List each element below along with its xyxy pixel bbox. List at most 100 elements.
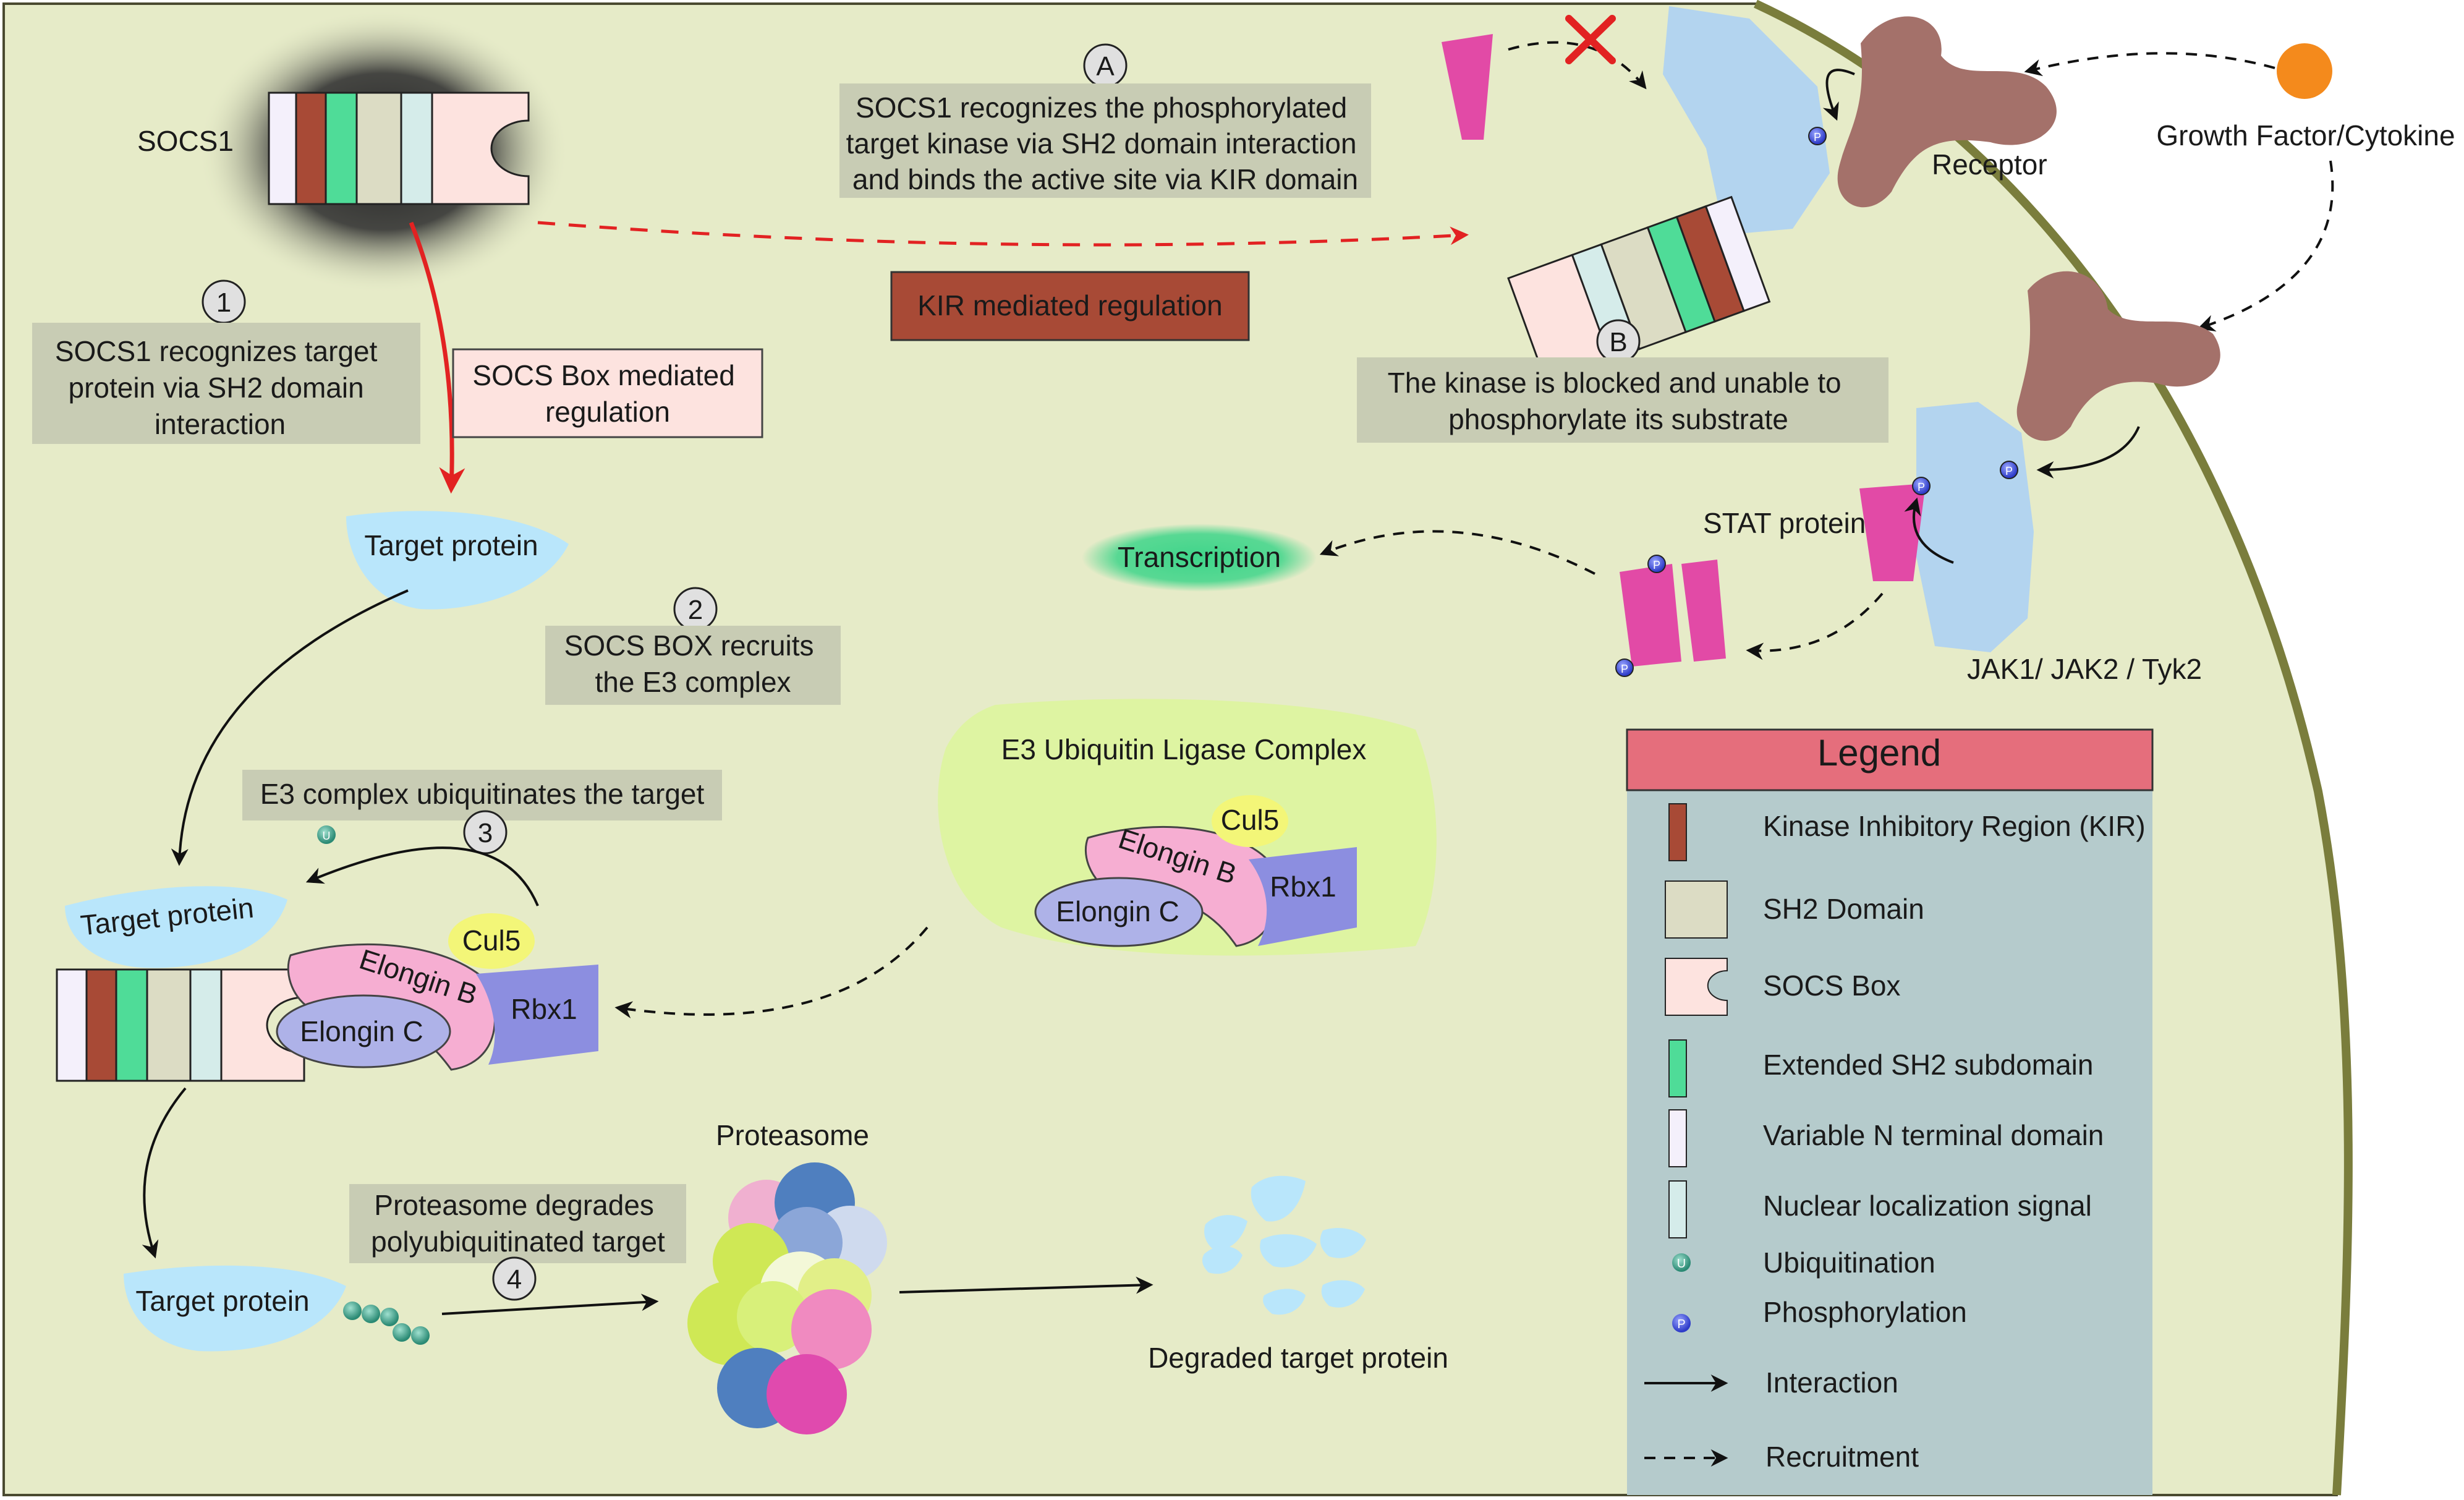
to-degraded-arrow xyxy=(899,1276,1153,1294)
stat-unbound-shape xyxy=(1442,34,1493,140)
kir-swatch xyxy=(1668,803,1687,861)
step-a-line-3: and binds the active site via KIR domain xyxy=(852,163,1358,195)
stat-protein-label: STAT protein xyxy=(1703,507,1866,539)
phospho-jak-mid xyxy=(2000,461,2018,479)
proteasome-label: Proteasome xyxy=(716,1119,869,1151)
step-1-text: SOCS1 recognizes target protein via SH2 … xyxy=(55,335,385,440)
polyubiquitin-chain xyxy=(343,1302,430,1345)
rbx1-panel-label: Rbx1 xyxy=(1270,871,1336,903)
elongin-c-panel xyxy=(1034,877,1204,947)
legend-item-nls: Nuclear localization signal xyxy=(1763,1190,2092,1222)
socs1-protein xyxy=(268,92,530,205)
socs1-complex-protein xyxy=(56,968,305,1082)
socs1-label: SOCS1 xyxy=(137,125,234,157)
socs-box-regulation-box xyxy=(452,348,763,438)
gf-to-receptor-top-arrow xyxy=(2024,52,2275,77)
e3-recruitment-arrow xyxy=(614,926,928,1019)
socs-box-regulation-text: SOCS Box mediated regulation xyxy=(472,359,742,428)
phospho-letter-top-jak: P xyxy=(1814,131,1821,143)
legend-item-socs-box: SOCS Box xyxy=(1763,969,1900,1002)
gf-to-receptor-mid-arrow xyxy=(2197,160,2334,332)
proteasome-cluster xyxy=(687,1162,887,1434)
legend-header xyxy=(1626,728,2154,791)
jak-to-stat-arrow xyxy=(1904,497,1954,564)
step-b-text: The kinase is blocked and unable to phos… xyxy=(1388,367,1850,435)
growth-factor-label: Growth Factor/Cytokine xyxy=(2156,119,2455,151)
rbx1-panel xyxy=(1249,847,1357,946)
ubiquitin-icon-letter: U xyxy=(1677,1257,1686,1271)
phospho-dimer-bottom xyxy=(1615,658,1634,677)
socs-box-swatch xyxy=(1665,958,1728,1016)
legend-title: Legend xyxy=(1817,732,1941,773)
step-4-line-1: Proteasome degrades xyxy=(374,1189,654,1221)
target-to-complex-arrow xyxy=(171,589,409,866)
ubiq-letter-free: U xyxy=(323,830,331,842)
step-2-text: SOCS BOX recruits the E3 complex xyxy=(564,629,822,698)
cul5-left xyxy=(448,913,535,969)
kir-regulation-box xyxy=(890,271,1250,341)
step-a-marker-text: A xyxy=(1096,51,1115,82)
step-1-line-1: SOCS1 recognizes target xyxy=(55,335,378,367)
step-a-box xyxy=(839,83,1371,198)
variable-n-swatch xyxy=(1668,1109,1687,1167)
legend-item-phosphorylation: Phosphorylation xyxy=(1763,1296,1967,1328)
ubiquitin-icon xyxy=(1672,1253,1691,1272)
legend-item-interaction: Interaction xyxy=(1765,1366,1898,1399)
step-4-marker xyxy=(492,1256,537,1301)
step-4-line-2: polyubiquitinated target xyxy=(371,1225,665,1258)
extended-sh2-swatch xyxy=(1668,1039,1687,1097)
to-proteasome-arrow xyxy=(441,1293,659,1315)
complex-to-target-arrow xyxy=(142,1087,187,1259)
legend-item-recruitment: Recruitment xyxy=(1765,1441,1919,1473)
kir-regulation-label: KIR mediated regulation xyxy=(917,289,1223,322)
jak-kinase-top xyxy=(1663,6,1830,235)
dimer-to-transcription-arrow xyxy=(1319,530,1595,575)
step-2-box xyxy=(545,626,841,705)
elongin-c-left-label: Elongin C xyxy=(300,1015,423,1047)
sh2-swatch xyxy=(1665,880,1728,939)
transcription-glow xyxy=(1082,524,1317,592)
step-a-text: SOCS1 recognizes the phosphorylated targ… xyxy=(846,92,1365,195)
ubiquitin-free xyxy=(317,825,336,844)
legend-item-ubiquitination: Ubiquitination xyxy=(1763,1246,1935,1279)
step-b-box xyxy=(1357,357,1888,443)
receptor-top xyxy=(1837,16,2057,208)
legend-item-kir: Kinase Inhibitory Region (KIR) xyxy=(1763,810,2146,842)
legend-item-extended-sh2: Extended SH2 subdomain xyxy=(1763,1049,2093,1081)
rbx1-left xyxy=(476,965,598,1065)
target-protein-2 xyxy=(65,886,287,968)
phospho-stat-on-jak xyxy=(1912,477,1931,495)
receptor-interaction-arrow xyxy=(1822,69,1855,121)
step-2-line-2: the E3 complex xyxy=(595,666,791,698)
blocked-dashed-arrow xyxy=(1508,41,1647,90)
socs-box-red-arrow xyxy=(409,221,465,494)
phospho-letter-dimer-bottom: P xyxy=(1621,663,1628,675)
receptor-to-jak-arrow xyxy=(2036,426,2140,479)
legend-item-variable-n: Variable N terminal domain xyxy=(1763,1119,2104,1151)
step-4-marker-text: 4 xyxy=(507,1264,522,1295)
step-1-box xyxy=(32,323,420,444)
receptor-mid xyxy=(2016,271,2220,441)
jak-label: JAK1/ JAK2 / Tyk2 xyxy=(1967,653,2202,685)
step-b-line-1: The kinase is blocked and unable to xyxy=(1388,367,1842,399)
e3-complex-title: E3 Ubiquitin Ligase Complex xyxy=(1001,733,1367,765)
stat-dimer-left xyxy=(1620,564,1681,667)
cul5-panel-label: Cul5 xyxy=(1221,804,1280,836)
socs1-bound-kinase xyxy=(1507,195,1771,385)
phospho-dimer-top xyxy=(1647,555,1666,573)
step-1-line-3: interaction xyxy=(155,408,286,440)
target-protein-3 xyxy=(124,1265,346,1352)
step-b-marker-text: B xyxy=(1609,327,1627,357)
step-1-marker-text: 1 xyxy=(216,288,231,318)
step-4-text: Proteasome degrades polyubiquitinated ta… xyxy=(371,1189,665,1258)
step-a-line-2: target kinase via SH2 domain interaction xyxy=(846,127,1357,160)
target-protein-3-label: Target protein xyxy=(135,1285,309,1317)
receptor-label: Receptor xyxy=(1932,148,2047,181)
degraded-fragments xyxy=(1202,1175,1366,1315)
transcription-label: Transcription xyxy=(1118,541,1281,573)
step-b-line-2: phosphorylate its substrate xyxy=(1448,403,1788,435)
blocked-x-icon xyxy=(1565,15,1616,64)
socs-box-reg-line-2: regulation xyxy=(545,396,670,428)
